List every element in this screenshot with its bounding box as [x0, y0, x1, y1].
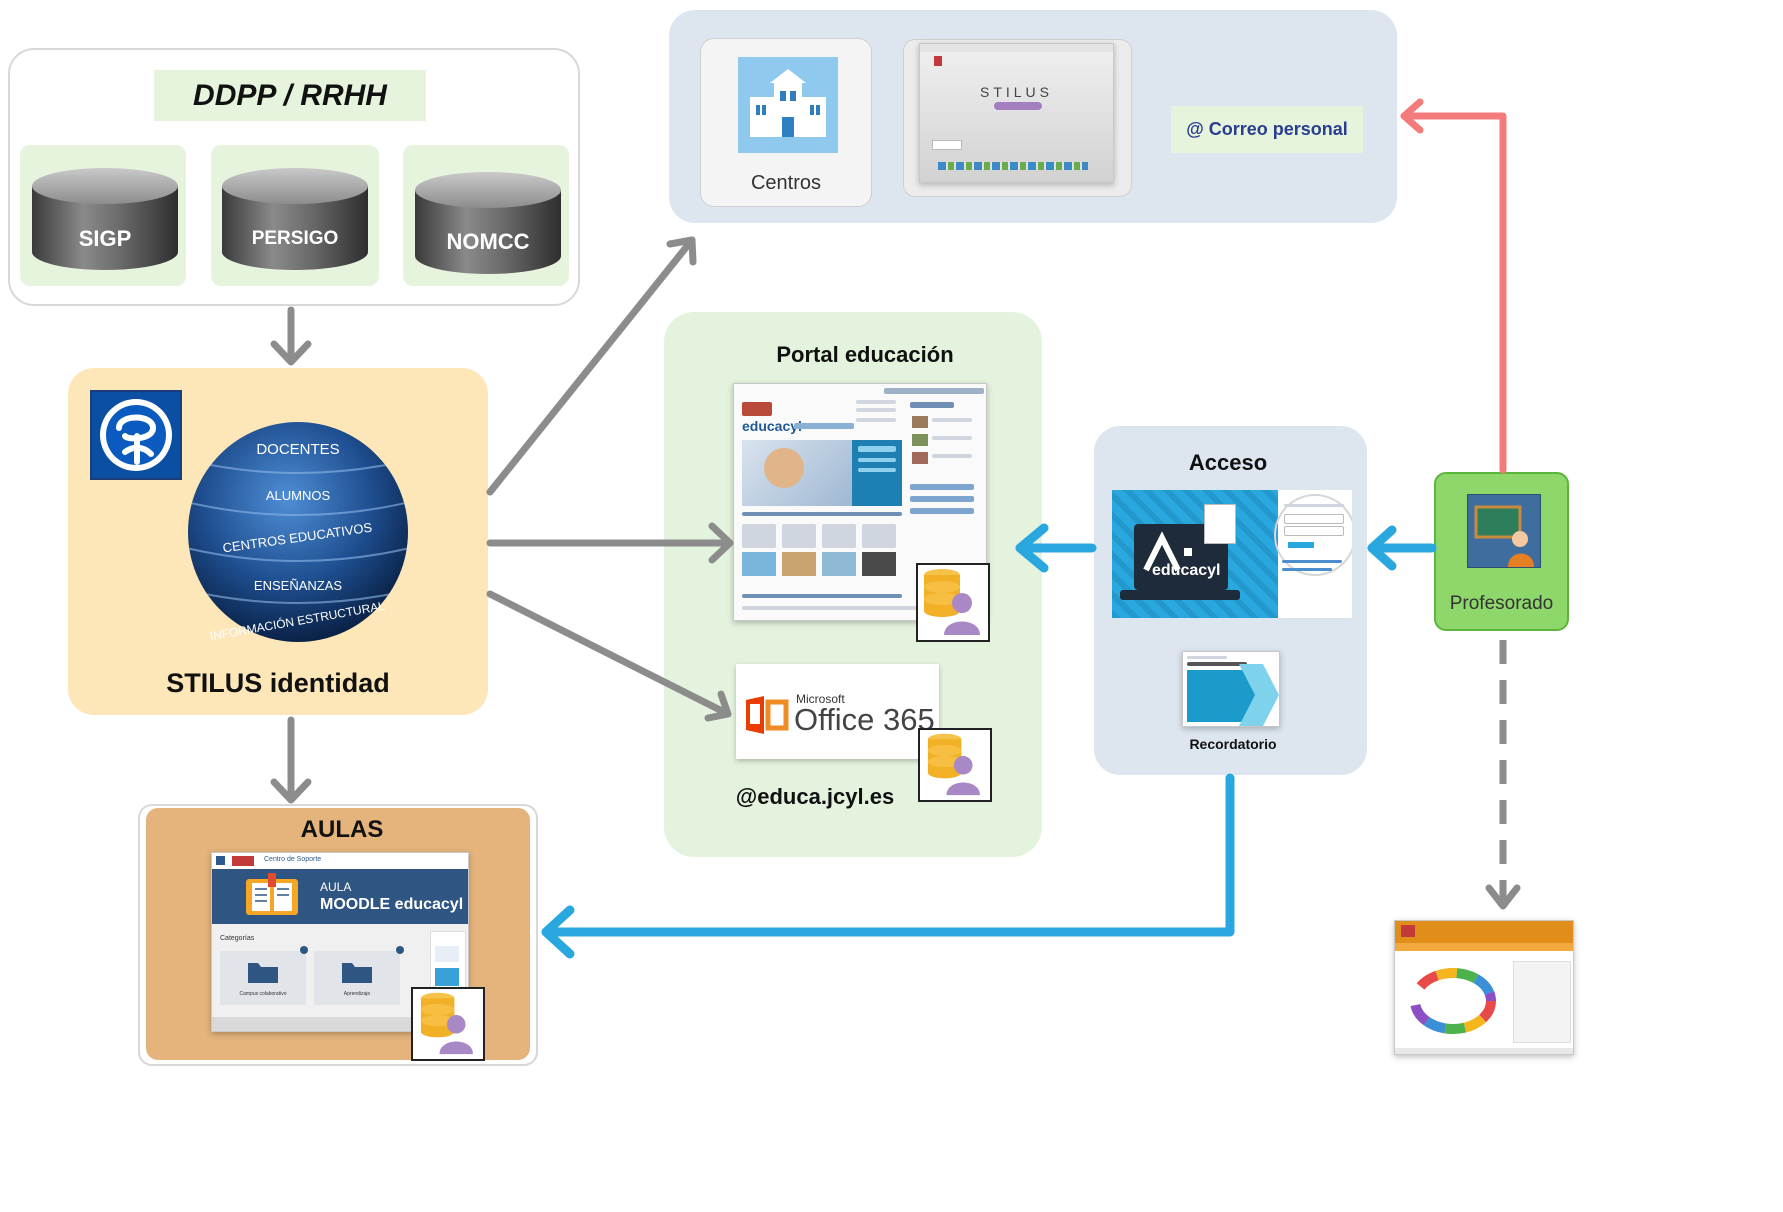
- moodle-category-2[interactable]: Aprendizaje: [343, 991, 371, 997]
- portal-educacion-title: Portal educación: [776, 342, 954, 367]
- moodle-categories-label: Categorías: [220, 935, 255, 942]
- stilus-identidad-title: STILUS identidad: [166, 668, 390, 698]
- stilus-screen-title: STILUS: [979, 84, 1053, 100]
- stilus-sphere-icon: DOCENTES ALUMNOS CENTROS EDUCATIVOS ENSE…: [188, 422, 408, 643]
- office-product: Office 365: [794, 702, 935, 737]
- profesorado-label: Profesorado: [1449, 593, 1554, 614]
- portal-educacyl-logo: educacyl: [742, 418, 802, 434]
- school-building-icon: [738, 57, 838, 153]
- moodle-aula-word: AULA: [320, 880, 352, 894]
- acceso-title: Acceso: [1188, 450, 1268, 475]
- office-icon: [746, 696, 789, 734]
- nomcc-database-icon: [415, 172, 561, 274]
- aulas-title: AULAS: [300, 816, 384, 843]
- moodle-label: MOODLE educacyl: [320, 896, 464, 913]
- sigp-database-icon: [32, 168, 178, 270]
- educa-domain-label: @educa.jcyl.es: [735, 784, 895, 809]
- stilus-logo-icon: [90, 390, 182, 480]
- aulas-database-user-icon: [411, 987, 485, 1061]
- educacyl-login-logo: educacyl: [1152, 562, 1221, 579]
- recordatorio-label: Recordatorio: [1189, 736, 1277, 752]
- layer-alumnos: ALUMNOS: [266, 488, 331, 503]
- sigp-label: SIGP: [78, 226, 132, 251]
- correo-personal-box[interactable]: @ Correo personal: [1171, 106, 1363, 153]
- educacyl-portal-screenshot: educacyl: [733, 383, 987, 621]
- data-sources-title: DDPP / RRHH: [193, 78, 387, 112]
- recordatorio-screenshot: [1182, 651, 1280, 727]
- layer-ensenanzas: ENSEÑANZAS: [254, 578, 342, 593]
- arrow-profesorado-to-correo: [1400, 112, 1507, 474]
- centros-portal-screenshot: [1394, 920, 1574, 1055]
- layer-docentes: DOCENTES: [256, 441, 339, 458]
- persigo-database-icon: [222, 168, 368, 270]
- portal-database-user-icon: [916, 563, 990, 642]
- moodle-header-text: Centro de Soporte: [264, 856, 322, 863]
- stilus-screenshot: STILUS: [919, 43, 1114, 183]
- correo-personal-label: @ Correo personal: [1186, 119, 1348, 139]
- nomcc-label: NOMCC: [446, 229, 530, 254]
- data-sources-title-box: DDPP / RRHH: [154, 70, 426, 121]
- office-brand: Microsoft: [796, 692, 845, 706]
- centros-label: Centros: [750, 172, 822, 194]
- persigo-label: PERSIGO: [251, 228, 339, 249]
- educacyl-login-screenshot: educacyl: [1112, 490, 1352, 618]
- office365-logo: Microsoft Office 365: [736, 664, 939, 759]
- teacher-icon: [1467, 494, 1541, 568]
- moodle-category-1[interactable]: Campus colaborativo: [239, 991, 287, 997]
